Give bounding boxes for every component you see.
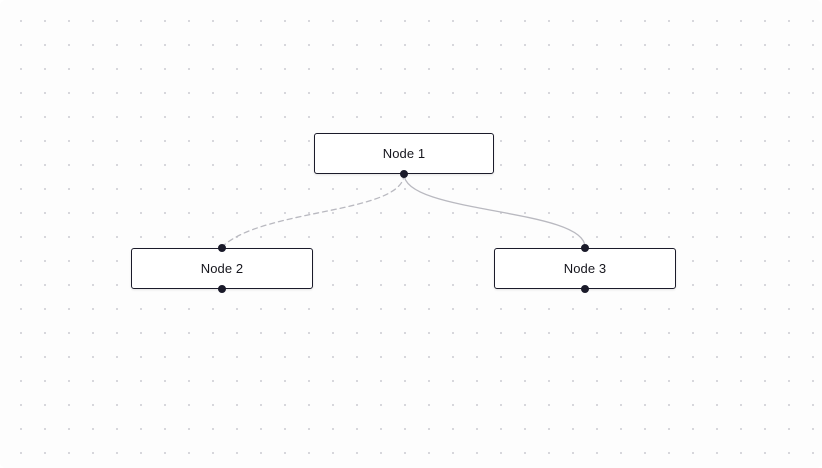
handle-bottom-icon[interactable] (400, 170, 408, 178)
node-node-1[interactable]: Node 1 (314, 133, 494, 178)
node-node-3[interactable]: Node 3 (494, 244, 676, 293)
node-node-2[interactable]: Node 2 (131, 244, 313, 293)
node-label: Node 3 (563, 261, 607, 276)
node-label: Node 2 (200, 261, 244, 276)
node-label: Node 1 (382, 146, 426, 161)
handle-bottom-icon[interactable] (218, 285, 226, 293)
handle-bottom-icon[interactable] (581, 285, 589, 293)
handle-top-icon[interactable] (218, 244, 226, 252)
handle-top-icon[interactable] (581, 244, 589, 252)
